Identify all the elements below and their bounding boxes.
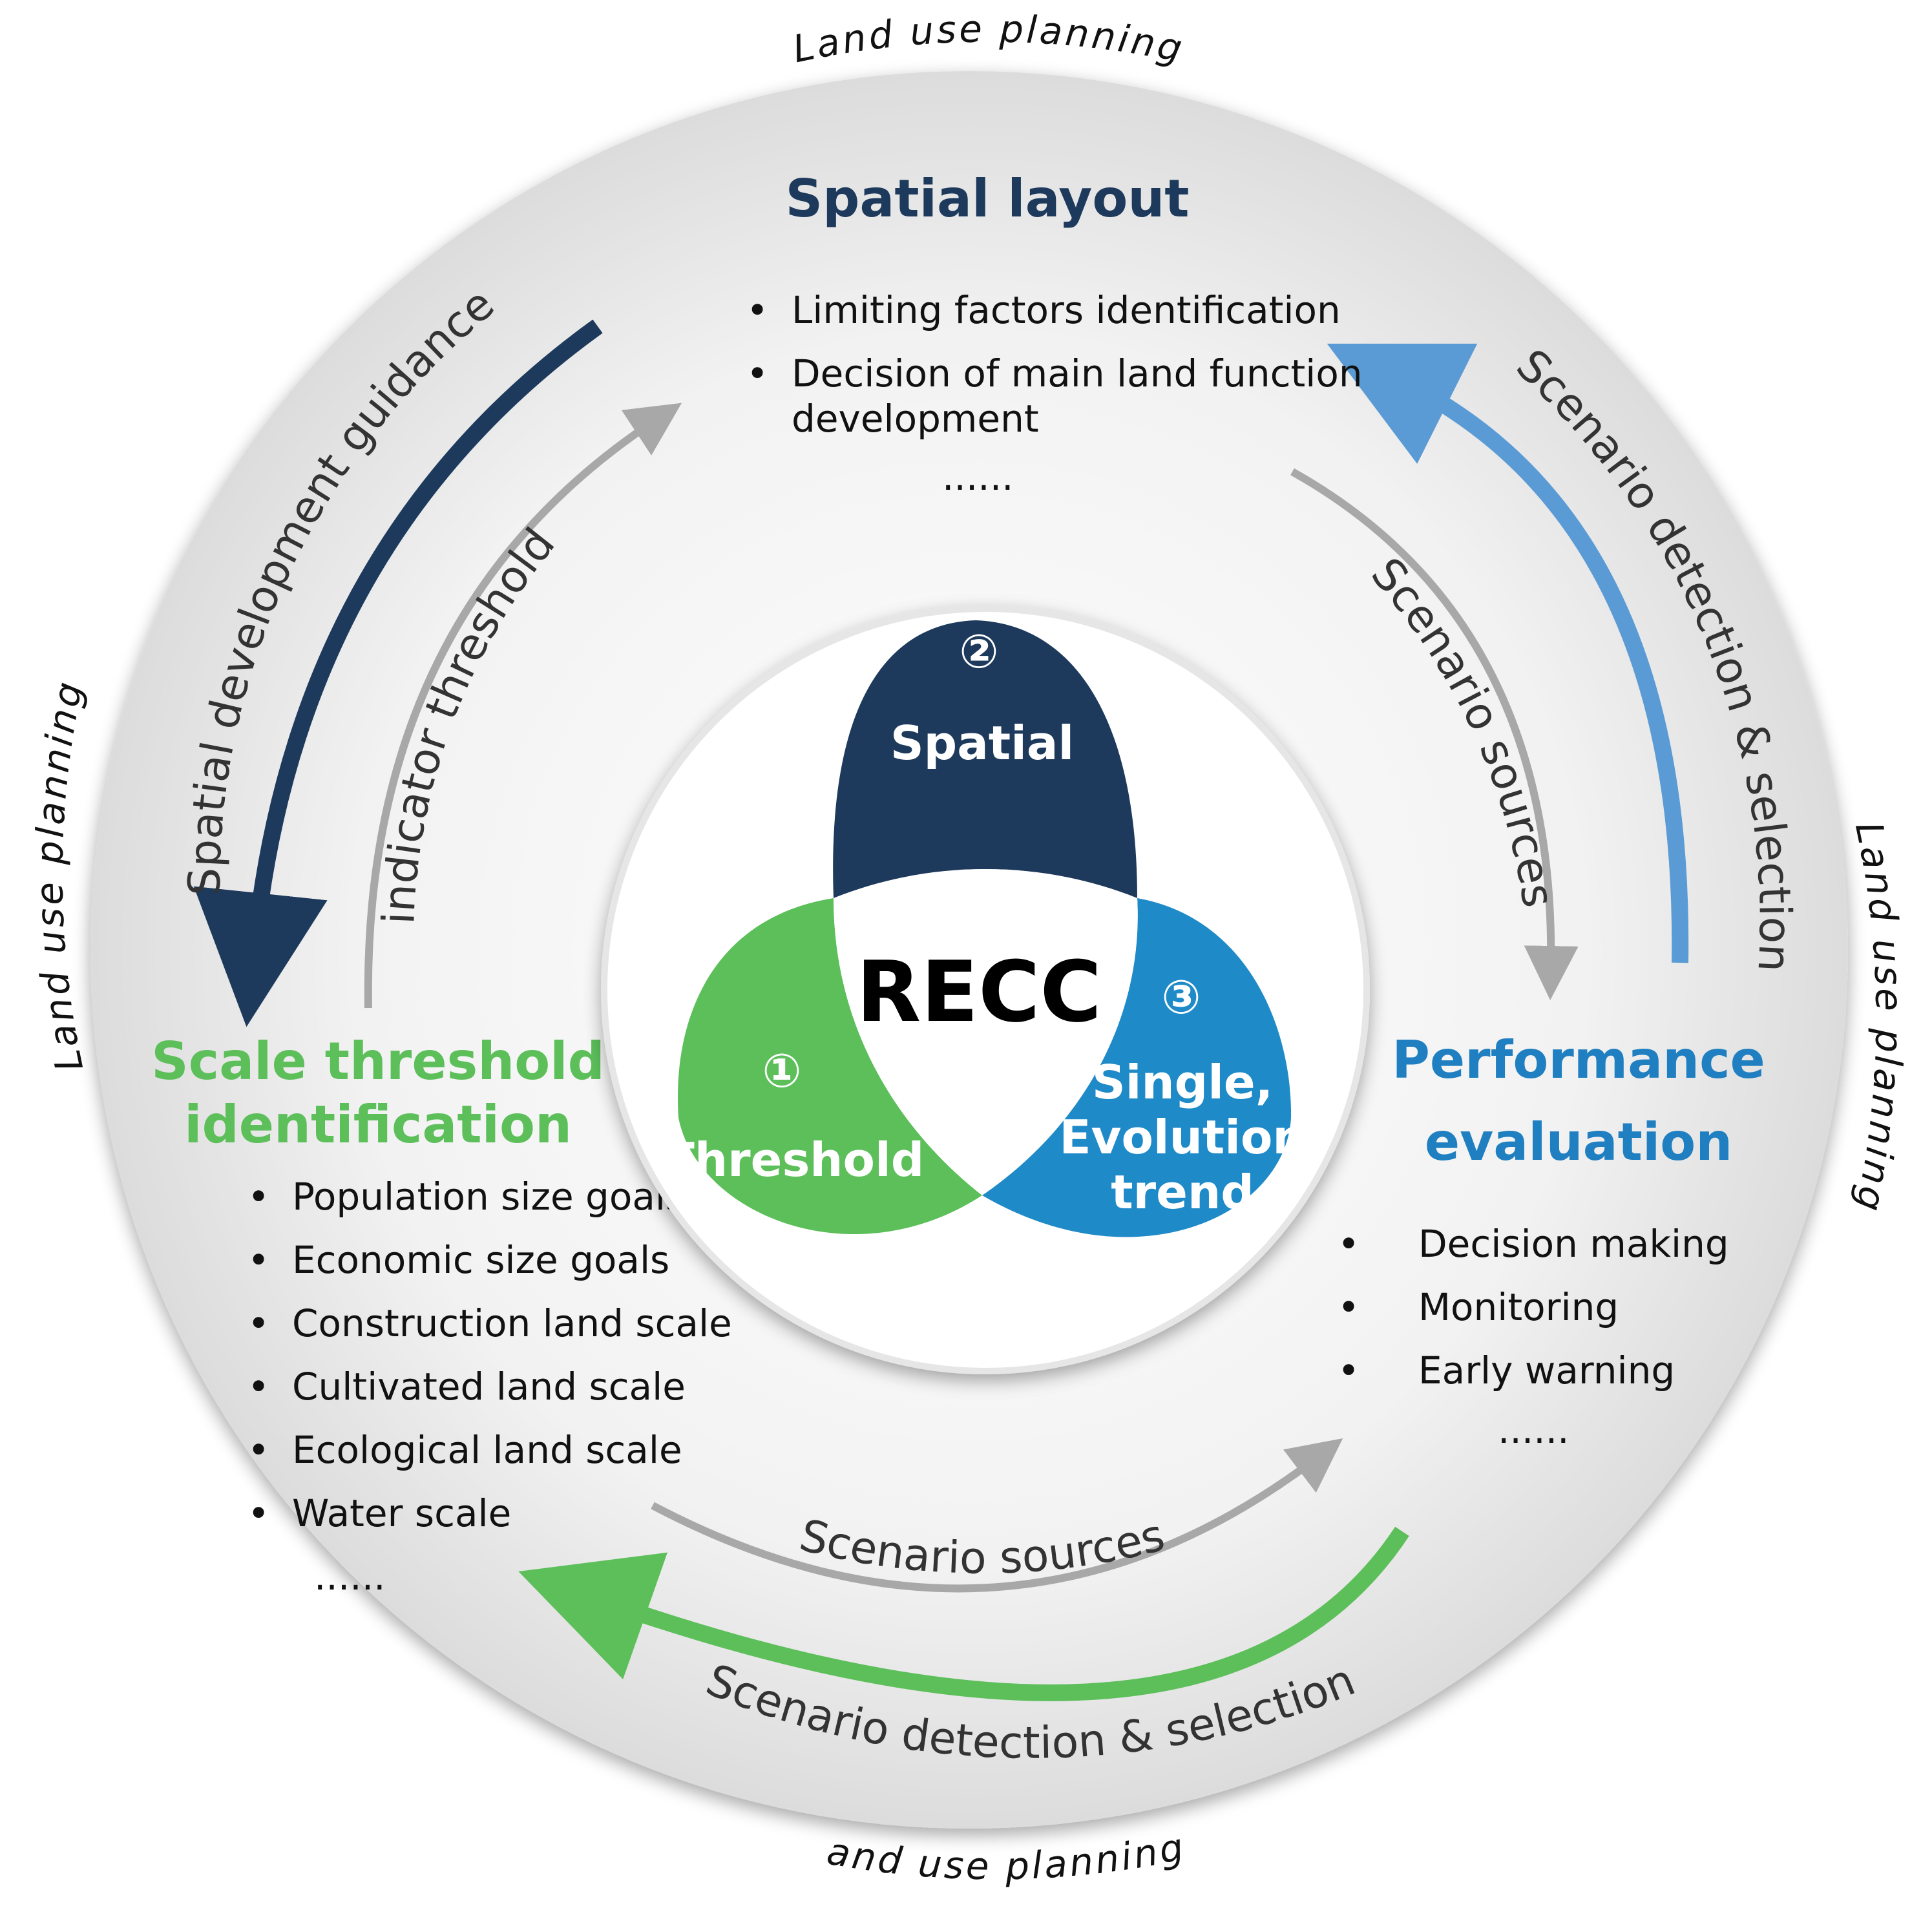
bullet-marker: • [247,1238,269,1282]
scenario-detection-bottom-arrow [518,1526,1409,1701]
bullet-marker: • [247,1491,269,1535]
petal-trend-line1: Single, [1092,1055,1273,1109]
scale-threshold-title: Scale threshold [151,1031,605,1091]
scenario-sources-right-arrow [1290,468,1579,1000]
scale-threshold-title-line2: identification [184,1095,572,1155]
petal-trend-line3: trend [1111,1165,1254,1219]
performance-title-line2: evaluation [1425,1112,1732,1172]
indicator-threshold-arrow [364,403,682,1009]
list-item: Population size goals [292,1175,685,1219]
outer-label-left: Land use planning [27,676,92,1075]
petal-trend-number: ③ [1162,970,1201,1024]
list-item: development [792,397,1039,441]
bullet-marker: • [1338,1285,1360,1329]
petal-trend [982,898,1292,1237]
petal-spatial-label: Spatial [890,716,1074,770]
petal-threshold-label: Threshold [663,1133,925,1187]
petal-spatial [833,620,1137,898]
bullet-marker: • [247,1175,269,1219]
list-item: Cultivated land scale [292,1365,686,1409]
list-item: Economic size goals [292,1238,669,1282]
ellipsis: ...... [942,455,1014,499]
list-item: Decision making [1418,1222,1729,1266]
bullet-marker: • [247,1365,269,1409]
recc-label: RECC [856,943,1102,1041]
bullet-marker: • [1338,1222,1360,1266]
list-item: Early warning [1418,1349,1675,1392]
bullet-marker: • [746,288,768,332]
scenario-detection-right-arrow [1327,343,1689,963]
petal-spatial-number: ② [960,624,999,678]
spatial-layout-title: Spatial layout [785,169,1189,229]
outer-label-top: Land use planning [789,7,1188,72]
recc-core [834,869,1138,1195]
bullet-marker: • [247,1428,269,1472]
scale-threshold-list: • Population size goals • Economic size … [247,1175,732,1599]
list-item: Water scale [292,1491,511,1535]
petal-threshold-number: ① [762,1044,802,1098]
list-item: Monitoring [1418,1285,1619,1329]
scenario-sources-bottom-arrow [651,1438,1343,1593]
list-item: Limiting factors identification [792,288,1341,332]
performance-list: • Decision making • Monitoring • Early w… [1338,1222,1729,1452]
spatial-development-arrow [193,319,603,1027]
bullet-marker: • [247,1301,269,1345]
outer-label-right: Land use planning [1847,818,1911,1217]
list-item: Construction land scale [292,1301,732,1345]
list-item: Decision of main land function [792,352,1363,395]
bullet-marker: • [1338,1349,1360,1392]
ellipsis: ...... [314,1555,386,1599]
petal-threshold [677,898,982,1235]
bullet-marker: • [746,352,768,395]
spatial-layout-list: • Limiting factors identification • Deci… [746,288,1363,499]
petal-trend-line2: Evolution [1059,1110,1305,1164]
performance-title: Performance [1392,1030,1765,1090]
list-item: Ecological land scale [292,1428,682,1472]
ellipsis: ...... [1498,1408,1570,1452]
